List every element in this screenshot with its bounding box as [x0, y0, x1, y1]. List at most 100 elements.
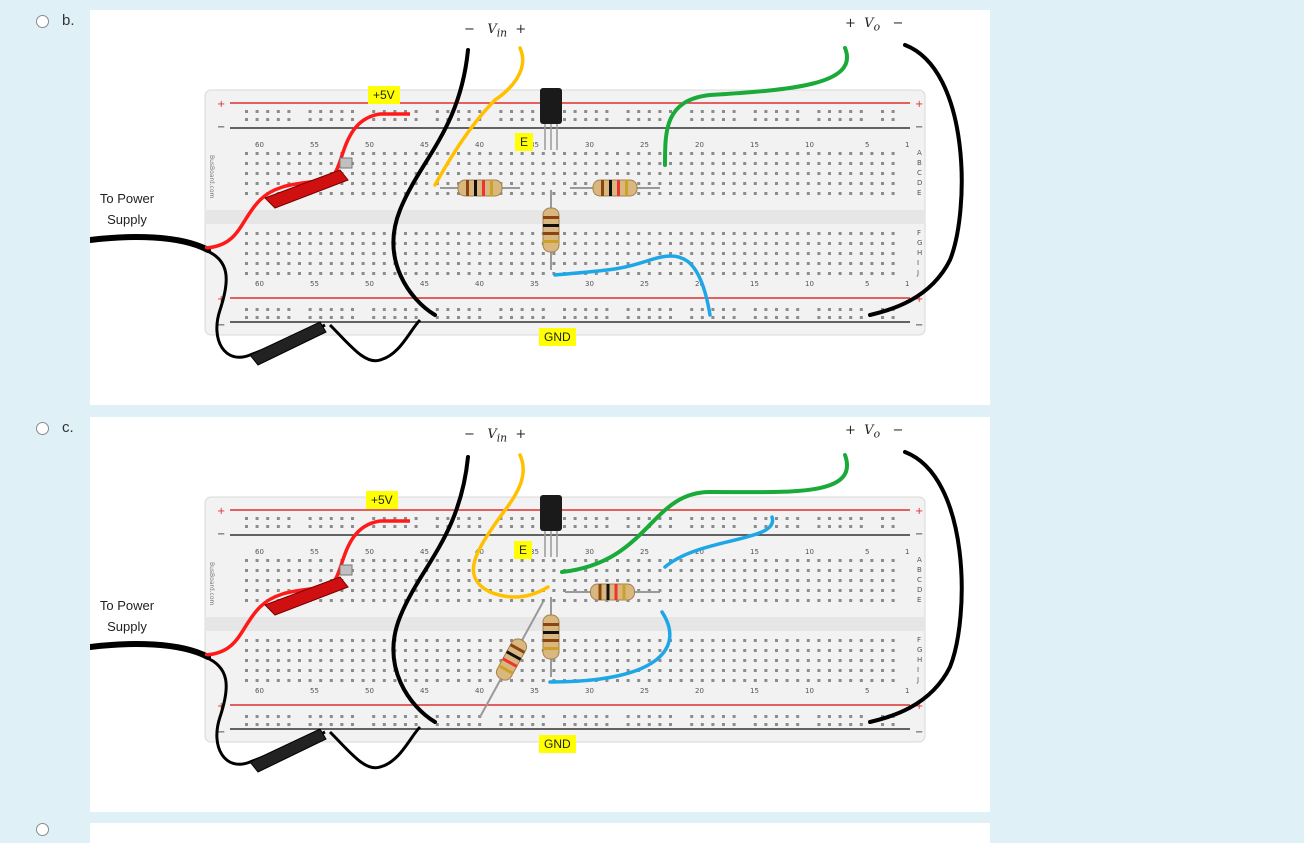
hole [467, 152, 471, 155]
hole [881, 192, 884, 195]
hole [319, 308, 323, 311]
hole [785, 308, 789, 311]
hole [563, 252, 566, 255]
hole [838, 118, 842, 121]
hole [828, 579, 831, 582]
column-number: 40 [475, 687, 484, 695]
hole [552, 272, 556, 275]
hole [743, 262, 747, 265]
hole [414, 152, 418, 155]
hole [817, 252, 821, 255]
option-d-radio[interactable] [36, 823, 49, 836]
hole [796, 242, 800, 245]
option-c-label: c. [62, 419, 74, 436]
hole [775, 152, 778, 155]
emitter-label: E [515, 133, 534, 151]
hole [796, 262, 800, 265]
hole [626, 723, 630, 726]
hole [647, 192, 651, 195]
black-loop-wire [328, 725, 422, 770]
hole [287, 525, 291, 528]
hole [276, 525, 280, 528]
row-letter: F [917, 229, 921, 237]
hole [520, 659, 524, 662]
hole [478, 579, 482, 582]
hole [817, 639, 821, 642]
hole [276, 723, 280, 726]
hole [435, 252, 439, 255]
option-b-radio[interactable] [36, 15, 49, 28]
hole [499, 162, 503, 165]
hole [817, 110, 821, 113]
hole [711, 559, 715, 562]
hole [404, 110, 407, 113]
option-c-radio[interactable] [36, 422, 49, 435]
hole [711, 192, 715, 195]
hole [414, 649, 418, 652]
hole [478, 599, 482, 602]
hole [276, 242, 280, 245]
hole [817, 308, 821, 311]
hole [255, 192, 259, 195]
hole [319, 659, 323, 662]
hole [817, 659, 821, 662]
hole [329, 308, 333, 311]
hole [616, 232, 619, 235]
hole [828, 162, 831, 165]
hole [446, 517, 450, 520]
red-wire [204, 519, 410, 657]
hole [669, 182, 672, 185]
hole [382, 242, 386, 245]
hole [457, 639, 460, 642]
hole [849, 316, 853, 319]
hole [573, 110, 577, 113]
hole [785, 152, 789, 155]
hole [467, 316, 471, 319]
hole [372, 649, 376, 652]
hole [351, 232, 354, 235]
hole [870, 262, 874, 265]
hole [796, 308, 800, 311]
hole [563, 639, 566, 642]
rail-symbol: + [217, 506, 225, 517]
hole [361, 182, 365, 185]
hole [881, 242, 884, 245]
hole [499, 316, 503, 319]
hole [849, 118, 853, 121]
hole [775, 579, 778, 582]
hole [690, 589, 694, 592]
column-number: 40 [475, 280, 484, 288]
hole [764, 679, 768, 682]
hole [361, 639, 365, 642]
hole [616, 152, 619, 155]
hole [308, 569, 312, 572]
hole [393, 152, 397, 155]
hole [838, 172, 842, 175]
hole [637, 715, 641, 718]
hole [637, 308, 641, 311]
hole [732, 679, 736, 682]
hole [457, 118, 460, 121]
hole [679, 182, 683, 185]
column-number: 15 [750, 280, 759, 288]
hole [372, 152, 376, 155]
hole [859, 559, 863, 562]
hole [806, 182, 810, 185]
hole [626, 272, 630, 275]
hole [828, 599, 831, 602]
hole [541, 316, 545, 319]
hole [743, 182, 747, 185]
hole [319, 723, 323, 726]
hole [722, 192, 725, 195]
hole [732, 192, 736, 195]
hole [605, 272, 609, 275]
hole [563, 308, 566, 311]
hole [255, 599, 259, 602]
hole [796, 192, 800, 195]
hole [414, 316, 418, 319]
hole [796, 589, 800, 592]
hole [351, 669, 354, 672]
hole [626, 162, 630, 165]
hole [372, 559, 376, 562]
hole [881, 517, 884, 520]
